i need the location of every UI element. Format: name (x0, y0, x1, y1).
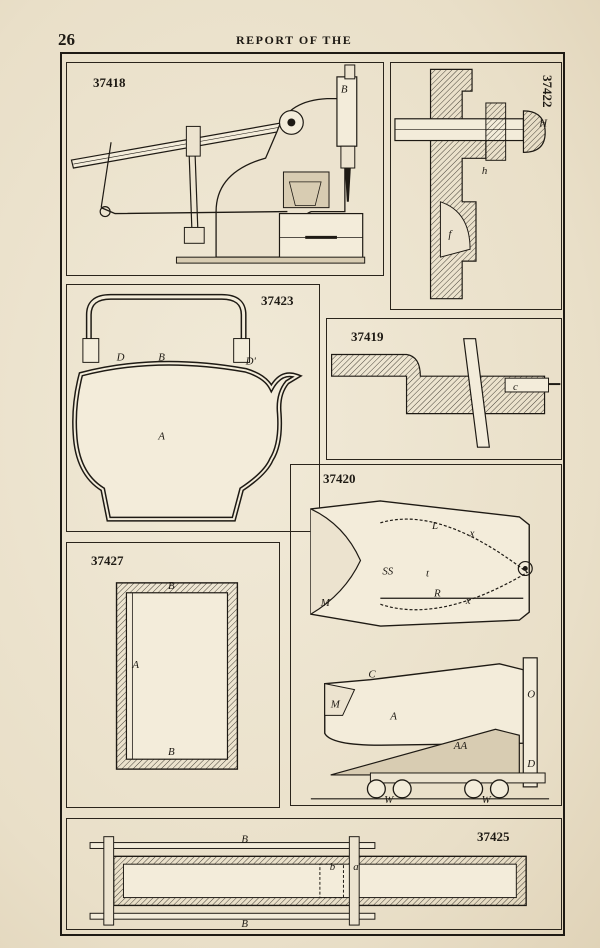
riveting-machine-drawing: B (70, 64, 366, 264)
teakettle-drawing: D B D' A (72, 293, 303, 522)
label-l: L (431, 520, 438, 532)
figure-37418: 37418 (66, 62, 384, 276)
label-c: c (513, 381, 518, 393)
wheel-hub-section-drawing: H h f (394, 68, 548, 300)
label-b-bottom: B (241, 918, 248, 929)
cutter-section-drawing: c (331, 338, 561, 448)
plate-frame: 37418 (60, 52, 565, 936)
label-r: R (433, 587, 441, 599)
label-a: A (157, 431, 165, 443)
figure-number: 37425 (477, 829, 510, 844)
label-o: O (527, 689, 535, 701)
label-c-elev: C (368, 669, 376, 681)
label-d: D (526, 758, 535, 770)
label-aa: AA (453, 740, 468, 752)
snow-plow-drawing: L SS t R M x x C M A AA (310, 500, 550, 805)
figure-37425: 37425 B b a B (66, 818, 562, 930)
box-section-drawing: B A B (115, 580, 239, 770)
label-w-left: W (384, 794, 394, 805)
label-w-right: W (482, 794, 492, 805)
figure-37422: 37422 H h f (390, 62, 562, 310)
label-d: D (116, 351, 125, 363)
figure-number: 37427 (91, 553, 124, 568)
label-h-upper: H (538, 118, 548, 130)
label-b: B (158, 351, 165, 363)
label-a: a (353, 861, 358, 873)
figure-37427: 37427 B A B (66, 542, 280, 808)
figure-number: 37419 (351, 329, 384, 344)
label-m-plan: M (320, 597, 331, 609)
label-t: t (426, 567, 430, 579)
figure-37420: 37420 L SS t R M x x (290, 464, 562, 806)
page-header: REPORT OF THE (236, 33, 353, 47)
label-h-lower: h (482, 165, 487, 177)
page-number: 26 (58, 30, 75, 49)
label-m-elev: M (330, 698, 341, 710)
label-a: A (389, 710, 397, 722)
frame-clamp-drawing: B b a B (89, 834, 527, 929)
label-b-lower: b (330, 861, 336, 873)
label-d-prime: D' (245, 355, 257, 367)
figure-number: 37423 (261, 293, 294, 308)
figure-number: 37420 (323, 471, 356, 486)
label-b: B (341, 84, 348, 96)
label-f: f (448, 228, 453, 240)
label-x-lower: x (465, 595, 471, 607)
label-b-top: B (241, 834, 248, 846)
label-x-upper: x (469, 528, 475, 540)
label-a: A (131, 659, 139, 671)
figure-37423: 37423 D B D' A (66, 284, 320, 532)
label-b-bottom: B (168, 746, 175, 758)
label-ss: SS (382, 565, 393, 577)
label-b-top: B (168, 580, 175, 592)
figure-37419: 37419 c (326, 318, 562, 460)
figure-number: 37418 (93, 75, 126, 90)
